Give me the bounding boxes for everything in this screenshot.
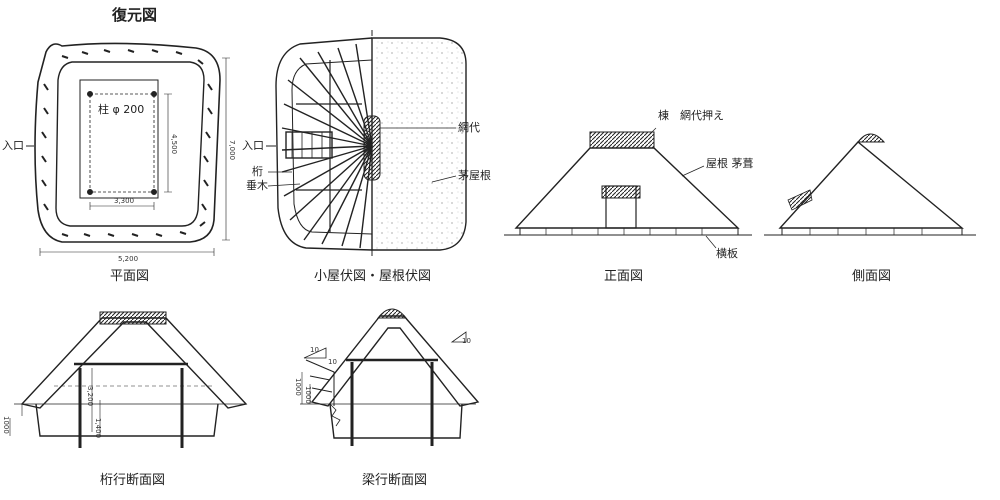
side-elevation [764,133,976,236]
rafter-ends [41,49,213,237]
caption-plan: 平面図 [110,269,150,284]
ridge-net [363,115,381,181]
label-ridge: 棟 網代押え [658,109,724,122]
label-rafter: 垂木 [246,179,268,192]
slope-marker [450,331,467,343]
dim-outer-depth: 7,000 [228,140,236,161]
section-roof [310,315,480,407]
plan-outer-wall [34,42,221,243]
leader-roof [681,165,705,177]
leader-thatch [431,175,457,183]
side-ridge [856,133,886,143]
label-roof: 屋根 茅葺 [706,157,754,170]
label-pillar: 柱 φ 200 [98,103,145,116]
dim-outer-width: 5,200 [118,255,139,263]
frame-inner [291,59,373,235]
leader-board [705,235,717,249]
pillar-marker [87,189,93,195]
dim-line-inner [89,202,155,210]
caption-front: 正面図 [604,269,644,284]
front-board [519,227,739,236]
section-ridge [99,311,167,325]
beam-section [9,311,248,448]
caption-side: 側面図 [852,269,892,284]
dim-slope-10b: 10 [328,358,337,366]
frame-outline [275,37,373,251]
section-pit [329,403,463,439]
plan-view [26,42,230,256]
dim-beam-1400: 1,400 [94,418,102,439]
label-plan-entrance: 入口 [2,139,24,152]
pillar-marker [151,91,157,97]
drawing-title: 復元図 [112,6,158,24]
label-net: 網代 [458,121,480,134]
caption-roof-frame: 小屋伏図・屋根伏図 [314,269,432,284]
dim-ticks [301,372,311,404]
plan-inner-wall [55,61,205,227]
label-frame-entrance: 入口 [242,139,264,152]
side-entrance [787,189,813,211]
pillar-marker [87,91,93,97]
slope-marker [303,347,327,359]
dim-line-outer [39,248,215,256]
pillar-layout [89,93,155,193]
front-ridge [589,131,655,149]
dim-ticks [9,368,101,436]
pillar-marker [151,189,157,195]
dim-slope-10c: 10 [462,337,471,345]
caption-beam-section: 桁行断面図 [100,473,166,488]
label-thatch: 茅屋根 [458,169,491,182]
side-board [781,227,963,236]
purlins [296,60,362,232]
roof-plan-thatch [371,37,467,251]
roof-frame-view [266,30,467,258]
dim-beam-3200: 3,200 [86,386,94,407]
dim-slope-10a: 10 [310,346,319,354]
dim-cross-1000: 1000 [294,378,302,396]
section-pit [35,403,219,437]
step-profile [329,403,341,427]
dim-inner-depth: 4,500 [170,134,178,155]
entrance-ladder [305,359,335,406]
section-ridge [376,308,408,319]
entrance-frame [285,131,333,159]
leader-ridge [643,127,657,141]
side-roof [778,141,964,229]
cross-section [300,308,480,446]
label-board: 横板 [716,247,738,260]
caption-cross-section: 梁行断面図 [362,473,428,488]
label-purlin: 桁 [252,165,263,178]
plan-floor [79,79,159,199]
front-elevation [504,127,752,249]
dim-cross-1000-2: 1000 [304,386,312,404]
dim-inner-width: 3,300 [114,197,135,205]
dim-line-depth-inner [164,93,172,193]
dim-beam-1000: 1000 [2,416,10,434]
dim-line-depth-outer [222,57,230,241]
leader-rafter [267,183,301,187]
